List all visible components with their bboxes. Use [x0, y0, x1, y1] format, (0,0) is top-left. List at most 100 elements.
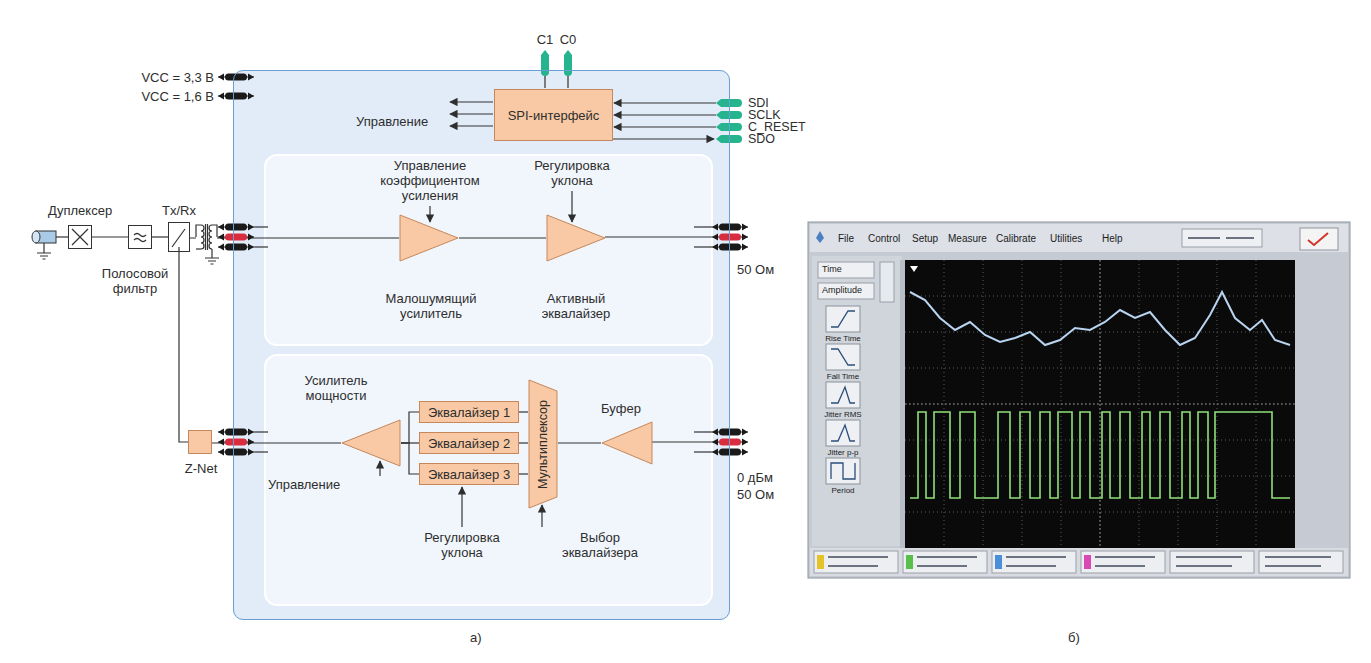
dup-outline	[72, 229, 88, 245]
transformer-symbol	[196, 219, 217, 255]
oscilloscope-screenshot	[1081, 551, 1165, 573]
signal-wire	[254, 451, 268, 452]
signal-line	[519, 442, 528, 443]
signal-wire	[694, 246, 712, 247]
pin-label: SCLK	[748, 109, 781, 121]
chip-pin	[218, 439, 254, 446]
dup-outline	[68, 225, 92, 249]
mux-trapezoid: Мультиплексор	[528, 379, 558, 509]
power-amp-triangle-text: Усилитель мощности	[286, 373, 386, 403]
chip-pin	[218, 449, 254, 456]
chip-ground	[233, 70, 730, 620]
control-arrow	[461, 487, 462, 527]
oscilloscope-screenshot	[1176, 565, 1232, 567]
transformer-symbol	[205, 224, 206, 250]
menu-item: Measure	[948, 233, 987, 245]
oscilloscope-screenshot	[818, 262, 874, 278]
signal-wire	[254, 226, 268, 227]
chip-pin	[218, 244, 254, 251]
sw-outline	[172, 229, 185, 251]
button-label: Time	[822, 264, 842, 275]
equalizer-triangle: Активный эквалайзер	[546, 214, 606, 262]
control-arrow	[541, 505, 542, 527]
transformer-symbol	[211, 249, 212, 258]
switch-box: Tx/Rx	[168, 222, 190, 252]
oscilloscope-screenshot	[808, 222, 1350, 578]
button-label: Amplitude	[822, 285, 862, 296]
oscilloscope-screenshot	[1170, 551, 1254, 573]
signal-line	[401, 412, 419, 443]
mux-trapezoid-text: Мультиплексор	[536, 400, 551, 489]
oscilloscope-screenshot	[906, 555, 913, 569]
chip-pin	[564, 50, 572, 76]
transformer-symbol	[207, 224, 208, 250]
spi-block: SPI-интерфейс	[494, 89, 613, 141]
impedance-label: 50 Ом	[737, 262, 774, 277]
signal-wire	[567, 76, 568, 88]
pin-label: C1	[530, 32, 560, 47]
oscilloscope-screenshot	[1006, 556, 1066, 558]
oscilloscope-screenshot	[1095, 565, 1145, 567]
signal-line	[519, 473, 528, 474]
menu-item: Control	[868, 233, 900, 245]
control-arrow	[379, 461, 380, 476]
lna-triangle: Малошумящий усилитель	[399, 214, 459, 262]
equalizer-box: Эквалайзер 3	[419, 463, 519, 485]
oscilloscope-screenshot	[831, 311, 855, 327]
control-label: Регулировка уклона	[412, 530, 512, 560]
equalizer-box-text: Эквалайзер 1	[428, 405, 510, 420]
control-label: Выбор эквалайзера	[555, 530, 645, 560]
oscilloscope-screenshot	[910, 266, 918, 272]
chip-pin	[218, 234, 254, 241]
menu-item: Help	[1102, 233, 1123, 245]
equalizer-box-text: Эквалайзер 3	[428, 467, 510, 482]
transformer-symbol	[201, 225, 204, 249]
tri-l-outline	[341, 419, 401, 467]
oscilloscope-screenshot	[816, 231, 824, 243]
tri-r-outline	[399, 214, 459, 262]
signal-wire	[450, 101, 493, 102]
transformer-symbol	[196, 225, 201, 237]
oscilloscope-screenshot	[831, 387, 855, 403]
oscilloscope-screenshot	[814, 551, 898, 573]
oscilloscope-screenshot	[826, 458, 860, 484]
control-arrow	[571, 191, 572, 222]
oscilloscope-screenshot	[900, 260, 905, 548]
oscilloscope-screenshot	[1176, 556, 1242, 558]
oscilloscope-screenshot	[828, 565, 878, 567]
oscilloscope-screenshot	[905, 260, 1295, 548]
menu-item: Setup	[912, 233, 938, 245]
impedance-label: 50 Ом	[737, 487, 774, 502]
filter-box-text: Полосовой фильтр	[95, 266, 175, 296]
pin-label: SDI	[748, 97, 769, 109]
figure-label: а)	[470, 630, 482, 645]
chip-pin	[712, 439, 748, 446]
oscilloscope-screenshot	[817, 555, 824, 569]
tri-l-outline	[602, 422, 652, 464]
menu-item: File	[838, 233, 854, 245]
control-label: Управление коэффициентом усиления	[378, 158, 482, 203]
oscilloscope-screenshot	[917, 565, 967, 567]
equalizer-triangle-text: Активный эквалайзер	[523, 291, 629, 321]
signal-line	[92, 236, 128, 237]
spi-block-text: SPI-интерфейс	[508, 108, 600, 123]
control-label: Управление	[268, 477, 340, 492]
level-label: 0 дБм	[737, 470, 773, 485]
oscilloscope-screenshot	[910, 292, 1290, 345]
figure-label: б)	[1068, 630, 1080, 645]
oscilloscope-screenshot	[826, 382, 860, 408]
buffer-triangle-text: Буфер	[591, 401, 651, 416]
section-panel	[265, 155, 712, 605]
signal-wire	[450, 125, 493, 126]
button-label: Jitter RMS	[808, 410, 878, 420]
chip-pin	[712, 234, 748, 241]
oscilloscope-screenshot	[917, 556, 977, 558]
duplexer-box: Дуплексер	[68, 225, 92, 249]
oscilloscope-screenshot	[810, 548, 1348, 576]
chip-pin	[218, 224, 254, 231]
chip-outline-text: Управление	[356, 114, 428, 129]
oscilloscope-screenshot	[1265, 565, 1321, 567]
oscilloscope-screenshot	[831, 463, 855, 479]
oscilloscope-screenshot	[905, 260, 1295, 548]
supply-label: VCC = 3,3 В	[134, 70, 214, 85]
